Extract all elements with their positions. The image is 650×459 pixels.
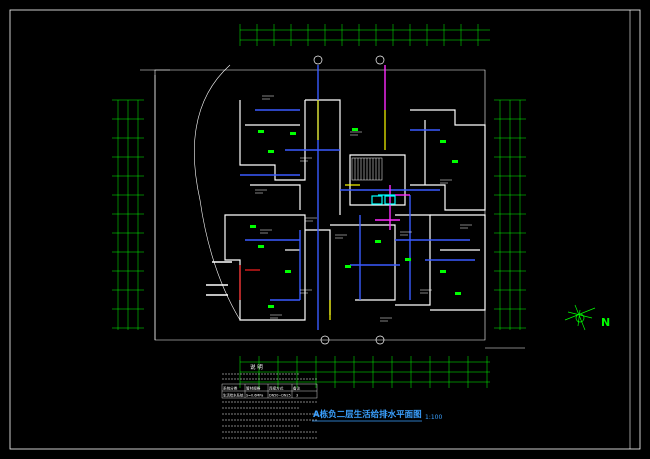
fixture-mark	[405, 258, 411, 261]
accent-marks	[239, 194, 396, 300]
fixture-mark	[268, 305, 274, 308]
notes-td-3: 3	[296, 394, 298, 398]
fixture-mark	[440, 270, 446, 273]
notes-th-2: 连接方式	[269, 386, 284, 391]
site-boundary	[154, 64, 486, 341]
drainage-pipes	[375, 65, 410, 230]
axis-bubbles	[313, 55, 385, 345]
notes-th-3: 备注	[293, 386, 301, 391]
plan-annotation-strokes	[255, 95, 472, 322]
water-supply-pipes	[240, 65, 475, 330]
drawing-title-main: A栋负二层生活给排水平面图	[313, 409, 422, 420]
right-dimension-strip	[494, 99, 526, 330]
fixture-mark	[345, 265, 351, 268]
pipe-markers-yellow	[317, 100, 386, 320]
fixture-mark	[455, 292, 461, 295]
equipment-bars	[206, 261, 232, 296]
top-dimension-strip	[239, 24, 490, 46]
notes-td-2: DN50~DN25	[269, 394, 291, 398]
drawing-title-scale: 1:100	[425, 414, 442, 421]
north-label: N	[601, 316, 610, 329]
fixture-mark	[352, 128, 358, 131]
bottom-dimension-strip	[239, 356, 490, 388]
notes-td-0: 生活给水系统	[223, 393, 244, 398]
drawing-title: A栋负二层生活给排水平面图 1:100	[312, 409, 442, 422]
fixture-mark	[440, 140, 446, 143]
north-arrow: N	[564, 304, 610, 331]
site-leaders	[140, 69, 525, 349]
fixture-mark	[258, 130, 264, 133]
fixture-mark	[258, 245, 264, 248]
fixtures	[250, 128, 461, 308]
fixture-mark	[268, 150, 274, 153]
notes-block: 说 明 系统分类 管材规格 连接方式 备注 生活给水系统 S=0.6MPa DN…	[221, 363, 318, 439]
notes-heading: 说 明	[250, 363, 263, 371]
fixture-mark	[290, 132, 296, 135]
stair	[351, 157, 383, 181]
drawing-frame	[9, 9, 641, 450]
fixture-mark	[452, 160, 458, 163]
building-walls	[224, 99, 486, 321]
notes-th-0: 系统分类	[223, 386, 238, 391]
notes-td-1: S=0.6MPa	[246, 394, 263, 398]
left-dimension-strip	[112, 99, 144, 330]
fixture-mark	[250, 225, 256, 228]
notes-th-1: 管材规格	[246, 386, 261, 391]
fixture-mark	[285, 270, 291, 273]
fixture-mark	[375, 240, 381, 243]
